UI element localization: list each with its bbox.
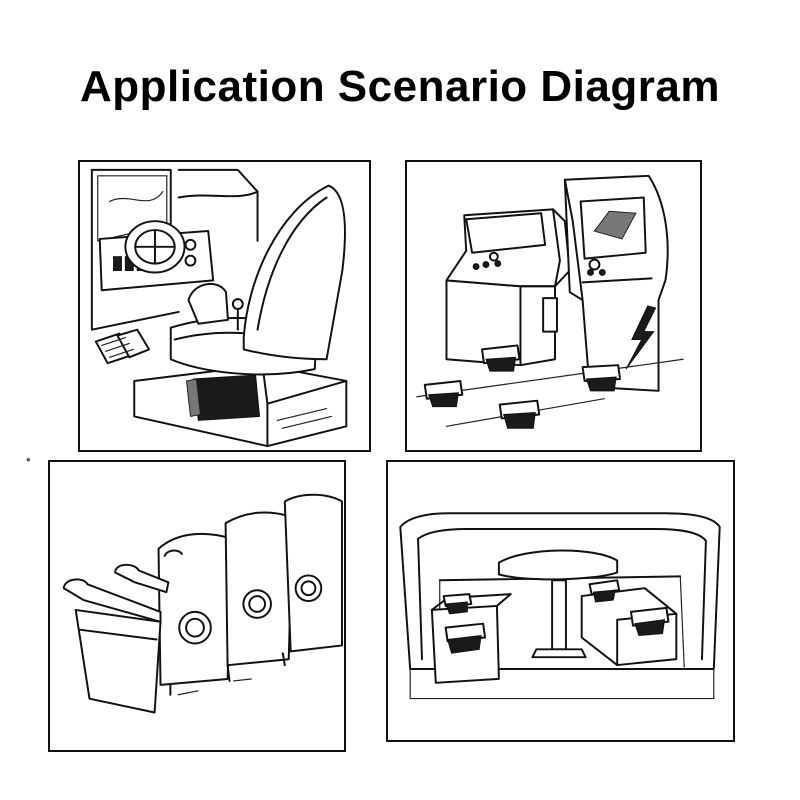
panel-cinema-seats bbox=[48, 460, 346, 752]
panel-booth-seating bbox=[386, 460, 735, 742]
cinema-seat-row-icon bbox=[62, 493, 343, 714]
stray-mark: • bbox=[26, 452, 31, 467]
page-title: Application Scenario Diagram bbox=[80, 62, 720, 111]
booth-table-seating-icon bbox=[399, 512, 721, 700]
panel-arcade-cabinets bbox=[405, 160, 702, 452]
panel-driving-simulator bbox=[78, 160, 371, 452]
arcade-cabinet-icon bbox=[416, 174, 684, 429]
driving-simulator-seat-icon bbox=[90, 168, 348, 448]
